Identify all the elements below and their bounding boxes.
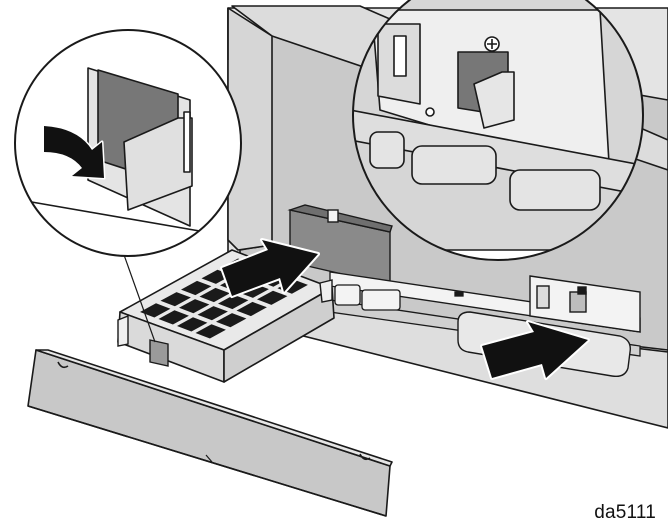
filter-cell [257, 290, 288, 305]
curved-arrow-icon [42, 124, 106, 180]
right-connector [529, 275, 641, 333]
filter-cell [238, 283, 269, 298]
filter-cell [181, 280, 212, 296]
arrow-insert-icon [220, 238, 320, 298]
filter-cell [195, 324, 226, 339]
detail-circle-right [352, 0, 644, 261]
filter-cell [218, 294, 249, 310]
filter-cell [197, 306, 228, 321]
filter-cell [160, 292, 191, 307]
filter-tabs [117, 279, 333, 367]
filter-cell [216, 313, 247, 328]
filter-cell [179, 299, 210, 314]
filter-cell [177, 317, 208, 332]
filter-cell [236, 301, 267, 317]
figure-code: da5111 [594, 502, 656, 523]
slot-latch [327, 209, 339, 223]
filter-cell [158, 310, 189, 325]
detail-circle-left [14, 29, 242, 257]
filter-cell [199, 287, 230, 303]
cover-plate [27, 349, 393, 517]
filter-cell [140, 303, 171, 318]
arrow-insert-icon-2 [480, 320, 590, 380]
